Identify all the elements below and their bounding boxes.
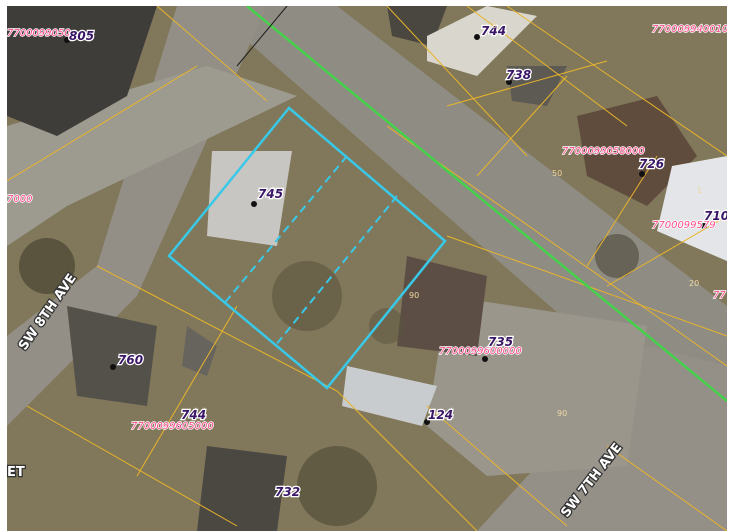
address-label: 738 — [506, 68, 531, 82]
building-745 — [207, 151, 292, 246]
tree-canopy — [272, 261, 342, 331]
dimension-label: 50 — [552, 169, 562, 178]
parcel-id-label: 7700099579 — [652, 220, 716, 231]
address-label: 735 — [488, 335, 513, 349]
selected-parcel-outline[interactable] — [167, 106, 447, 390]
address-label: 124 — [428, 408, 453, 422]
building-760 — [67, 306, 157, 406]
edge-label: ET — [7, 465, 25, 480]
map-frame[interactable]: 7700099050 7700099400100 7700099058000 7… — [7, 6, 727, 531]
building-shed — [182, 326, 217, 376]
rail-line — [246, 6, 727, 402]
building-710 — [657, 156, 727, 261]
tree-canopy — [297, 446, 377, 526]
building-735 — [397, 256, 487, 356]
edge-label: 77 — [713, 290, 726, 301]
aerial-parcel-map[interactable]: 7700099050 7700099400100 7700099058000 7… — [7, 6, 727, 531]
parcel-id-label: 7700099400100 — [652, 24, 727, 35]
tree-canopy — [369, 308, 405, 344]
parcel-id-label: 7700099600000 — [439, 346, 522, 357]
address-points — [64, 34, 707, 428]
parcel-id-label: 7700099050 — [7, 28, 71, 39]
address-label: 726 — [639, 157, 664, 171]
road-upper — [207, 6, 727, 416]
parcel-id-label: 7000 — [7, 194, 32, 205]
address-label: 760 — [118, 353, 143, 367]
building-744-north — [427, 6, 537, 76]
building-732 — [197, 446, 287, 531]
dimension-label: 20 — [689, 279, 699, 288]
address-label: 805 — [69, 29, 94, 43]
building-726 — [577, 96, 697, 206]
address-label: 732 — [275, 485, 300, 499]
parcel-id-label: 7700099605000 — [131, 421, 214, 432]
address-label: 744 — [181, 408, 206, 422]
building-805 — [7, 6, 157, 136]
address-label: 745 — [258, 187, 283, 201]
tree-canopy — [595, 234, 639, 278]
dimension-label: 90 — [557, 409, 567, 418]
dimension-label: 1 — [697, 186, 702, 195]
parking-lot-south — [427, 296, 647, 476]
dimension-label: 90 — [409, 291, 419, 300]
address-label: 710 — [704, 209, 727, 223]
parcel-id-label: 7700099058000 — [562, 146, 645, 157]
tree-canopy — [19, 238, 75, 294]
dimension-label: 5 — [492, 21, 497, 30]
building-124 — [342, 366, 437, 426]
utility-line — [236, 6, 288, 67]
address-label: 744 — [481, 24, 506, 38]
